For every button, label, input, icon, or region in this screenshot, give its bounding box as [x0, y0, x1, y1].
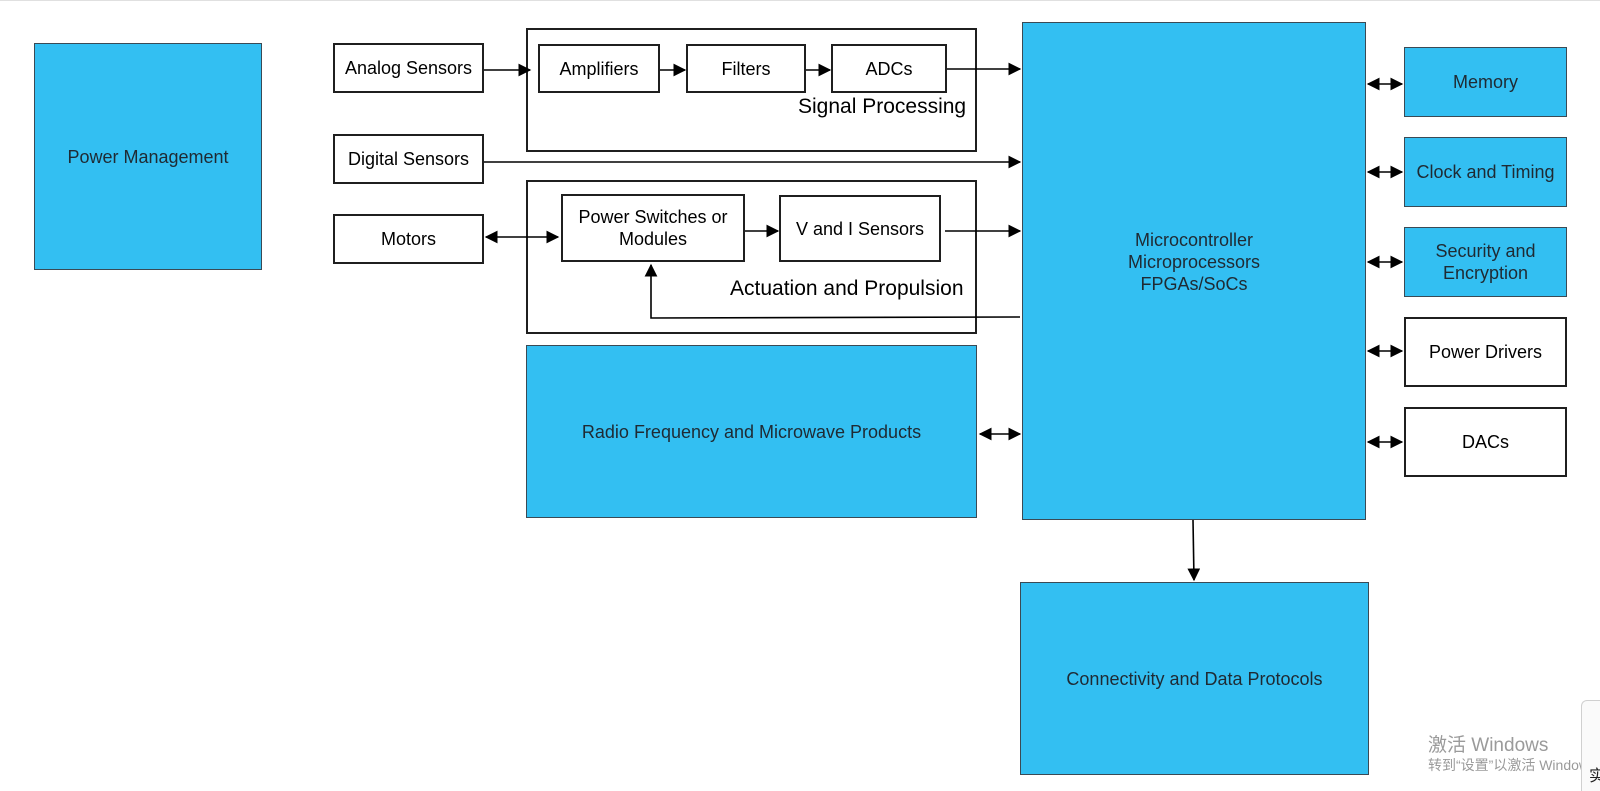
- arrow-controller-feedback: [644, 263, 1021, 319]
- memory-label: Memory: [1452, 72, 1518, 92]
- memory-block[interactable]: Memory: [1404, 47, 1567, 117]
- dacs-block[interactable]: DACs: [1404, 407, 1567, 477]
- connectivity-block[interactable]: Connectivity and Data Protocols: [1020, 582, 1369, 775]
- controller-label: Microcontroller Microprocessors FPGAs/So…: [1127, 230, 1261, 294]
- analog-sensors-block[interactable]: Analog Sensors: [333, 43, 484, 93]
- power-drivers-label: Power Drivers: [1428, 342, 1543, 362]
- power-switches-block[interactable]: Power Switches or Modules: [561, 194, 745, 262]
- vi-sensors-block[interactable]: V and I Sensors: [779, 195, 941, 262]
- amplifiers-label: Amplifiers: [559, 58, 639, 79]
- adcs-block[interactable]: ADCs: [831, 44, 947, 93]
- amplifiers-block[interactable]: Amplifiers: [538, 44, 660, 93]
- power-drivers-block[interactable]: Power Drivers: [1404, 317, 1567, 387]
- power-management-label: Power Management: [67, 146, 229, 167]
- arrow-controller-connectivity: [1187, 519, 1201, 582]
- security-encryption-block[interactable]: Security and Encryption: [1404, 227, 1567, 297]
- clock-timing-label: Clock and Timing: [1416, 162, 1555, 182]
- power-switches-label: Power Switches or Modules: [578, 207, 728, 249]
- actuation-propulsion-label: Actuation and Propulsion: [730, 277, 964, 300]
- activation-watermark-title: 激活 Windows: [1428, 735, 1549, 756]
- rf-microwave-label: Radio Frequency and Microwave Products: [581, 421, 922, 442]
- controller-block[interactable]: Microcontroller Microprocessors FPGAs/So…: [1022, 22, 1366, 520]
- motors-block[interactable]: Motors: [333, 214, 484, 264]
- signal-processing-group[interactable]: [526, 28, 977, 152]
- analog-sensors-label: Analog Sensors: [344, 58, 473, 78]
- adcs-label: ADCs: [865, 58, 913, 79]
- power-management-block[interactable]: Power Management: [34, 43, 262, 270]
- vi-sensors-label: V and I Sensors: [795, 218, 925, 239]
- dacs-label: DACs: [1461, 432, 1509, 452]
- clock-timing-block[interactable]: Clock and Timing: [1404, 137, 1567, 207]
- edge-window-glyph: 实: [1589, 768, 1600, 785]
- activation-watermark-subtitle: 转到“设置”以激活 Windows。: [1428, 757, 1600, 773]
- digital-sensors-block[interactable]: Digital Sensors: [333, 134, 484, 184]
- connectivity-label: Connectivity and Data Protocols: [1066, 668, 1323, 689]
- filters-label: Filters: [721, 58, 771, 79]
- actuation-propulsion-group[interactable]: [526, 180, 977, 334]
- filters-block[interactable]: Filters: [686, 44, 806, 93]
- digital-sensors-label: Digital Sensors: [347, 149, 470, 169]
- rf-microwave-block[interactable]: Radio Frequency and Microwave Products: [526, 345, 977, 518]
- signal-processing-label: Signal Processing: [798, 95, 967, 118]
- top-border: [0, 0, 1600, 1]
- edge-window-fragment[interactable]: [1581, 700, 1600, 791]
- motors-label: Motors: [380, 229, 436, 249]
- security-encryption-label: Security and Encryption: [1435, 241, 1536, 283]
